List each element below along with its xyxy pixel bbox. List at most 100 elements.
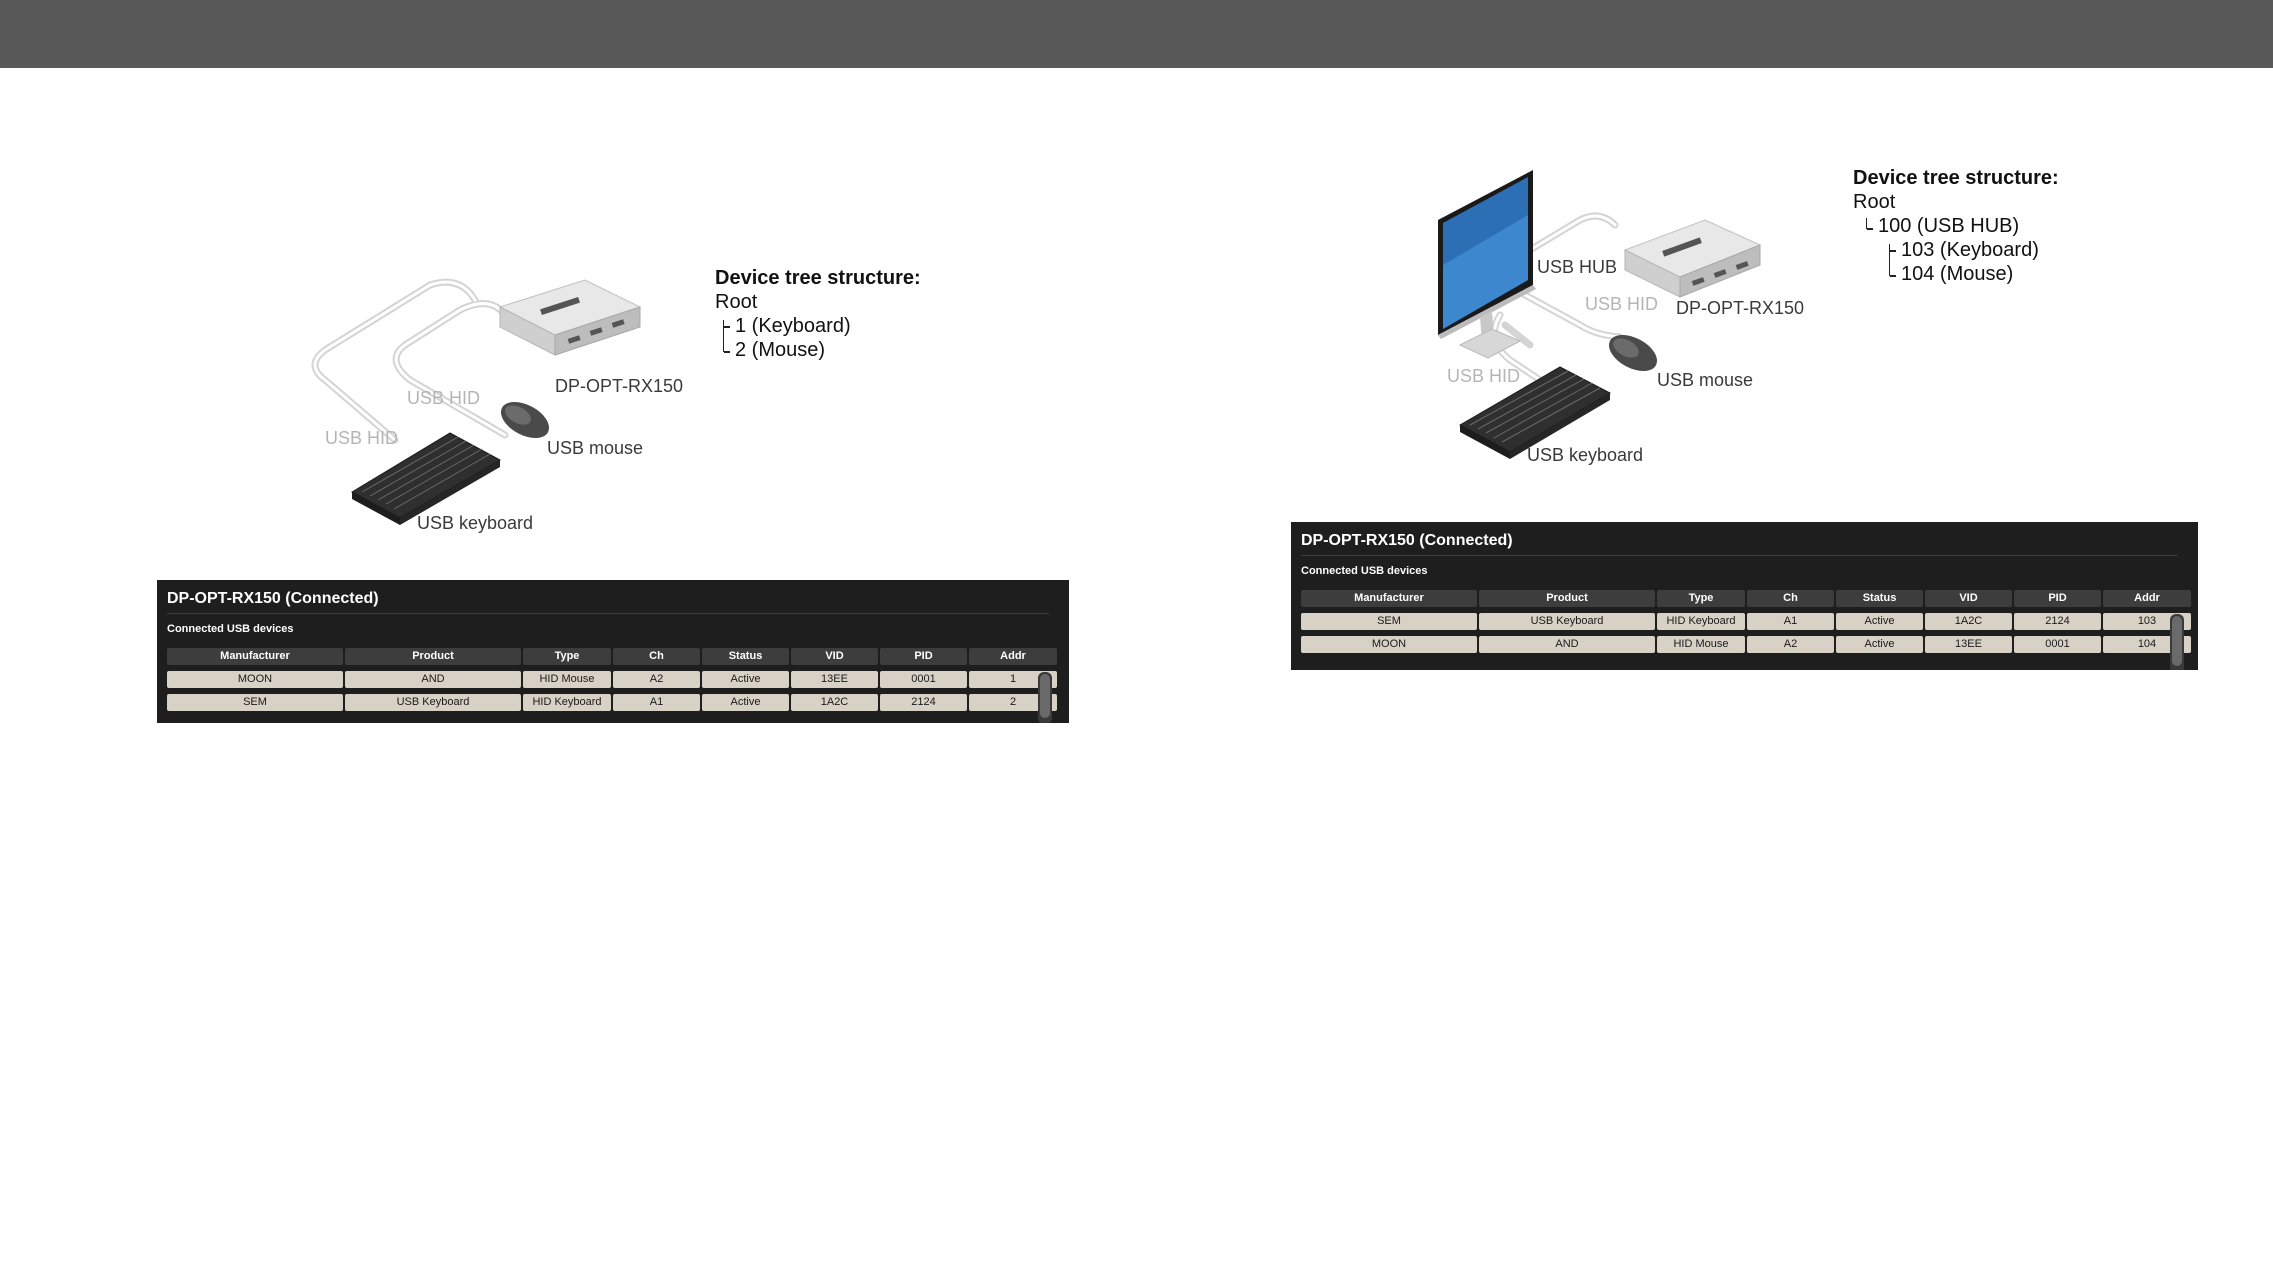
mouse-icon bbox=[500, 401, 550, 439]
table-cell: 13EE bbox=[791, 671, 878, 688]
device-tree-heading: Device tree structure: bbox=[1853, 167, 2059, 189]
left-device-tree: Device tree structure: Root 1 (Keyboard)… bbox=[715, 266, 921, 362]
table-cell: Active bbox=[1836, 636, 1923, 653]
table-cell: AND bbox=[345, 671, 521, 688]
keyboard-label: USB keyboard bbox=[1527, 445, 1644, 465]
table-cell: SEM bbox=[167, 694, 343, 711]
column-header: Ch bbox=[613, 648, 700, 665]
tree-connector bbox=[1890, 275, 1896, 277]
usb-hid-label-bottom: USB HID bbox=[1447, 366, 1521, 386]
table-cell: 103 bbox=[2103, 613, 2191, 630]
left-connection-diagram: DP-OPT-RX150 USB HID USB HID USB mouse U… bbox=[300, 255, 700, 545]
table-cell: MOON bbox=[1301, 636, 1477, 653]
table-cell: 1A2C bbox=[791, 694, 878, 711]
mouse-label: USB mouse bbox=[547, 438, 644, 458]
tree-root: Root bbox=[715, 291, 758, 313]
usb-hub-label: USB HUB bbox=[1537, 257, 1618, 277]
device-tree-heading: Device tree structure: bbox=[715, 267, 921, 289]
table-cell: 2124 bbox=[2014, 613, 2101, 630]
right-connection-diagram: USB HUB USB HID DP-OPT-RX150 USB HID USB… bbox=[1430, 165, 1804, 475]
column-header: PID bbox=[880, 648, 967, 665]
table-cell: A2 bbox=[613, 671, 700, 688]
column-header: Manufacturer bbox=[167, 648, 343, 665]
header-bar bbox=[0, 0, 2273, 68]
table-cell: HID Mouse bbox=[1657, 636, 1745, 653]
table-cell: 0001 bbox=[880, 671, 967, 688]
table-cell: 0001 bbox=[2014, 636, 2101, 653]
table-cell: USB Keyboard bbox=[345, 694, 521, 711]
left-usb-device-panel: DP-OPT-RX150 (Connected) Connected USB d… bbox=[157, 580, 1069, 723]
tree-item: 2 (Mouse) bbox=[715, 338, 921, 362]
table-cell: Active bbox=[702, 694, 789, 711]
table-cell: HID Mouse bbox=[523, 671, 611, 688]
scrollbar-thumb[interactable] bbox=[1040, 674, 1050, 718]
tree-item: 1 (Keyboard) bbox=[715, 314, 921, 338]
tree-connector bbox=[724, 351, 730, 353]
column-header: Manufacturer bbox=[1301, 590, 1477, 607]
right-device-tree: Device tree structure: Root 100 (USB HUB… bbox=[1853, 166, 2059, 286]
tree-item-label: 2 (Mouse) bbox=[735, 339, 826, 361]
panel-subtitle: Connected USB devices bbox=[167, 623, 294, 635]
tree-root: Root bbox=[1853, 191, 1896, 213]
panel-title: DP-OPT-RX150 (Connected) bbox=[167, 590, 379, 607]
tree-item-label: 103 (Keyboard) bbox=[1901, 239, 2039, 261]
table-scrollbar[interactable] bbox=[1038, 672, 1052, 723]
scrollbar-thumb[interactable] bbox=[2172, 616, 2182, 666]
tree-item: 103 (Keyboard) bbox=[1853, 238, 2059, 262]
column-header: Type bbox=[1657, 590, 1745, 607]
receiver-device-icon bbox=[498, 279, 642, 356]
table-cell: Active bbox=[1836, 613, 1923, 630]
tree-item-label: 1 (Keyboard) bbox=[735, 315, 851, 337]
table-cell: AND bbox=[1479, 636, 1655, 653]
receiver-label: DP-OPT-RX150 bbox=[1676, 298, 1805, 318]
column-header: Ch bbox=[1747, 590, 1834, 607]
mouse-icon bbox=[1608, 334, 1658, 372]
tree-connector bbox=[1867, 228, 1873, 230]
tree-connector bbox=[1890, 250, 1896, 252]
table-cell: 2 bbox=[969, 694, 1057, 711]
table-cell: SEM bbox=[1301, 613, 1477, 630]
panel-divider bbox=[1301, 555, 2178, 556]
panel-divider bbox=[167, 613, 1049, 614]
tree-connector bbox=[724, 326, 730, 328]
column-header: VID bbox=[791, 648, 878, 665]
tree-item-label: 100 (USB HUB) bbox=[1878, 215, 2020, 237]
tree-connector bbox=[723, 320, 724, 352]
column-header: Addr bbox=[969, 648, 1057, 665]
column-header: Product bbox=[345, 648, 521, 665]
tree-connector bbox=[1889, 244, 1890, 276]
right-usb-device-panel: DP-OPT-RX150 (Connected) Connected USB d… bbox=[1291, 522, 2198, 670]
column-header: Product bbox=[1479, 590, 1655, 607]
table-cell: 1 bbox=[969, 671, 1057, 688]
column-header: VID bbox=[1925, 590, 2012, 607]
panel-title: DP-OPT-RX150 (Connected) bbox=[1301, 532, 1513, 549]
keyboard-label: USB keyboard bbox=[417, 513, 534, 533]
column-header: Addr bbox=[2103, 590, 2191, 607]
table-cell: HID Keyboard bbox=[523, 694, 611, 711]
column-header: Status bbox=[702, 648, 789, 665]
column-header: PID bbox=[2014, 590, 2101, 607]
table-scrollbar[interactable] bbox=[2170, 614, 2184, 670]
table-cell: MOON bbox=[167, 671, 343, 688]
tree-item-label: 104 (Mouse) bbox=[1901, 263, 2014, 285]
usb-hid-label-bottom: USB HID bbox=[325, 428, 399, 448]
tree-item-hub: 100 (USB HUB) bbox=[1853, 214, 2059, 238]
table-cell: A1 bbox=[613, 694, 700, 711]
table-cell: A2 bbox=[1747, 636, 1834, 653]
mouse-label: USB mouse bbox=[1657, 370, 1754, 390]
keyboard-icon bbox=[1458, 366, 1612, 459]
table-cell: A1 bbox=[1747, 613, 1834, 630]
monitor-icon bbox=[1438, 170, 1536, 359]
keyboard-icon bbox=[350, 432, 502, 525]
table-cell: USB Keyboard bbox=[1479, 613, 1655, 630]
column-header: Type bbox=[523, 648, 611, 665]
column-header: Status bbox=[1836, 590, 1923, 607]
receiver-label: DP-OPT-RX150 bbox=[555, 376, 684, 396]
table-cell: 1A2C bbox=[1925, 613, 2012, 630]
panel-subtitle: Connected USB devices bbox=[1301, 565, 1428, 577]
usb-hid-label-top: USB HID bbox=[407, 388, 481, 408]
receiver-device-icon bbox=[1623, 219, 1762, 298]
table-cell: 104 bbox=[2103, 636, 2191, 653]
table-cell: 2124 bbox=[880, 694, 967, 711]
usb-hid-label-top: USB HID bbox=[1585, 294, 1659, 314]
